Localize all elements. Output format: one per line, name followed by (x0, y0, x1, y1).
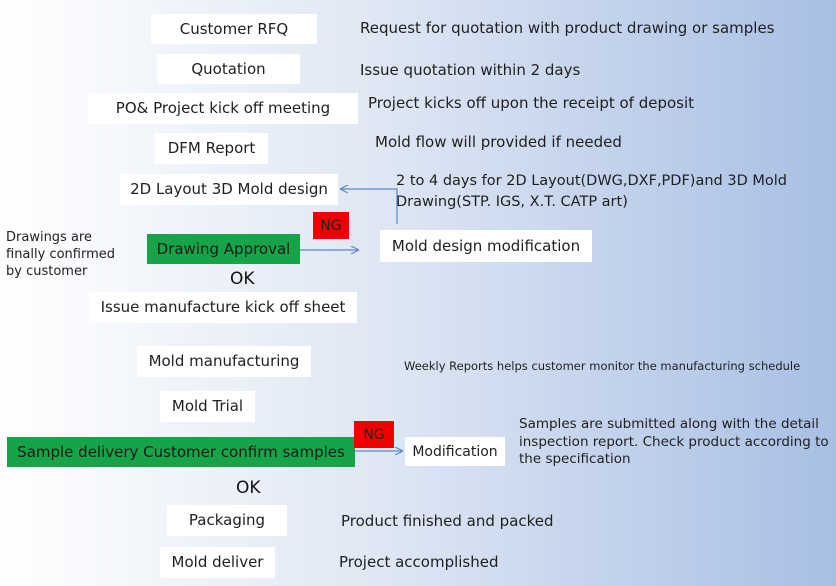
step-mold-trial: Mold Trial (160, 391, 255, 422)
step-mold-deliver-label: Mold deliver (171, 553, 264, 571)
ng-badge-samples: NG (354, 421, 394, 448)
arrow-modification-to-layout (341, 189, 398, 224)
step-mold-design-modification-label: Mold design modification (391, 236, 581, 255)
step-modification: Modification (405, 437, 505, 466)
desc-packaging: Product finished and packed (341, 512, 554, 530)
desc-dfm: Mold flow will provided if needed (375, 133, 622, 151)
step-sample-delivery-label: Sample delivery Customer confirm samples (17, 442, 345, 461)
ok-label-approval: OK (230, 269, 255, 289)
ng-badge-approval: NG (313, 212, 349, 239)
step-mold-deliver: Mold deliver (160, 547, 275, 578)
desc-rfq: Request for quotation with product drawi… (360, 19, 775, 37)
step-drawing-approval-label: Drawing Approval (156, 239, 291, 258)
step-dfm-report: DFM Report (155, 133, 268, 164)
desc-mold-deliver: Project accomplished (339, 553, 499, 571)
step-drawing-approval: Drawing Approval (147, 234, 300, 264)
step-sample-delivery: Sample delivery Customer confirm samples (7, 437, 355, 467)
desc-quotation: Issue quotation within 2 days (360, 61, 581, 79)
desc-samples: Samples are submitted along with the det… (519, 416, 829, 468)
desc-layout: 2 to 4 days for 2D Layout(DWG,DXF,PDF)an… (396, 173, 787, 211)
step-dfm-report-label: DFM Report (167, 139, 256, 157)
desc-po-meeting: Project kicks off upon the receipt of de… (368, 94, 695, 112)
step-mold-manufacturing: Mold manufacturing (137, 346, 311, 377)
step-customer-rfq-label: Customer RFQ (179, 19, 289, 38)
step-mold-manufacturing-label: Mold manufacturing (148, 352, 300, 370)
step-layout-design-label: 2D Layout 3D Mold design (130, 180, 328, 198)
desc-approval-note: Drawings are finally confirmed by custom… (6, 230, 116, 279)
step-customer-rfq: Customer RFQ (151, 14, 317, 44)
step-packaging: Packaging (167, 505, 287, 536)
step-issue-kickoff-sheet: Issue manufacture kick off sheet (89, 292, 357, 323)
step-quotation: Quotation (157, 54, 300, 84)
step-modification-label: Modification (412, 443, 498, 460)
step-mold-design-modification: Mold design modification (380, 230, 592, 262)
step-issue-kickoff-sheet-label: Issue manufacture kick off sheet (100, 298, 346, 316)
step-mold-trial-label: Mold Trial (171, 397, 244, 415)
desc-weekly-reports: Weekly Reports helps customer monitor th… (404, 359, 801, 373)
step-po-meeting-label: PO& Project kick off meeting (115, 99, 331, 117)
ok-label-samples: OK (236, 478, 261, 498)
step-po-meeting: PO& Project kick off meeting (88, 93, 358, 124)
step-layout-design: 2D Layout 3D Mold design (120, 174, 338, 205)
step-packaging-label: Packaging (188, 511, 266, 529)
step-quotation-label: Quotation (191, 59, 266, 78)
